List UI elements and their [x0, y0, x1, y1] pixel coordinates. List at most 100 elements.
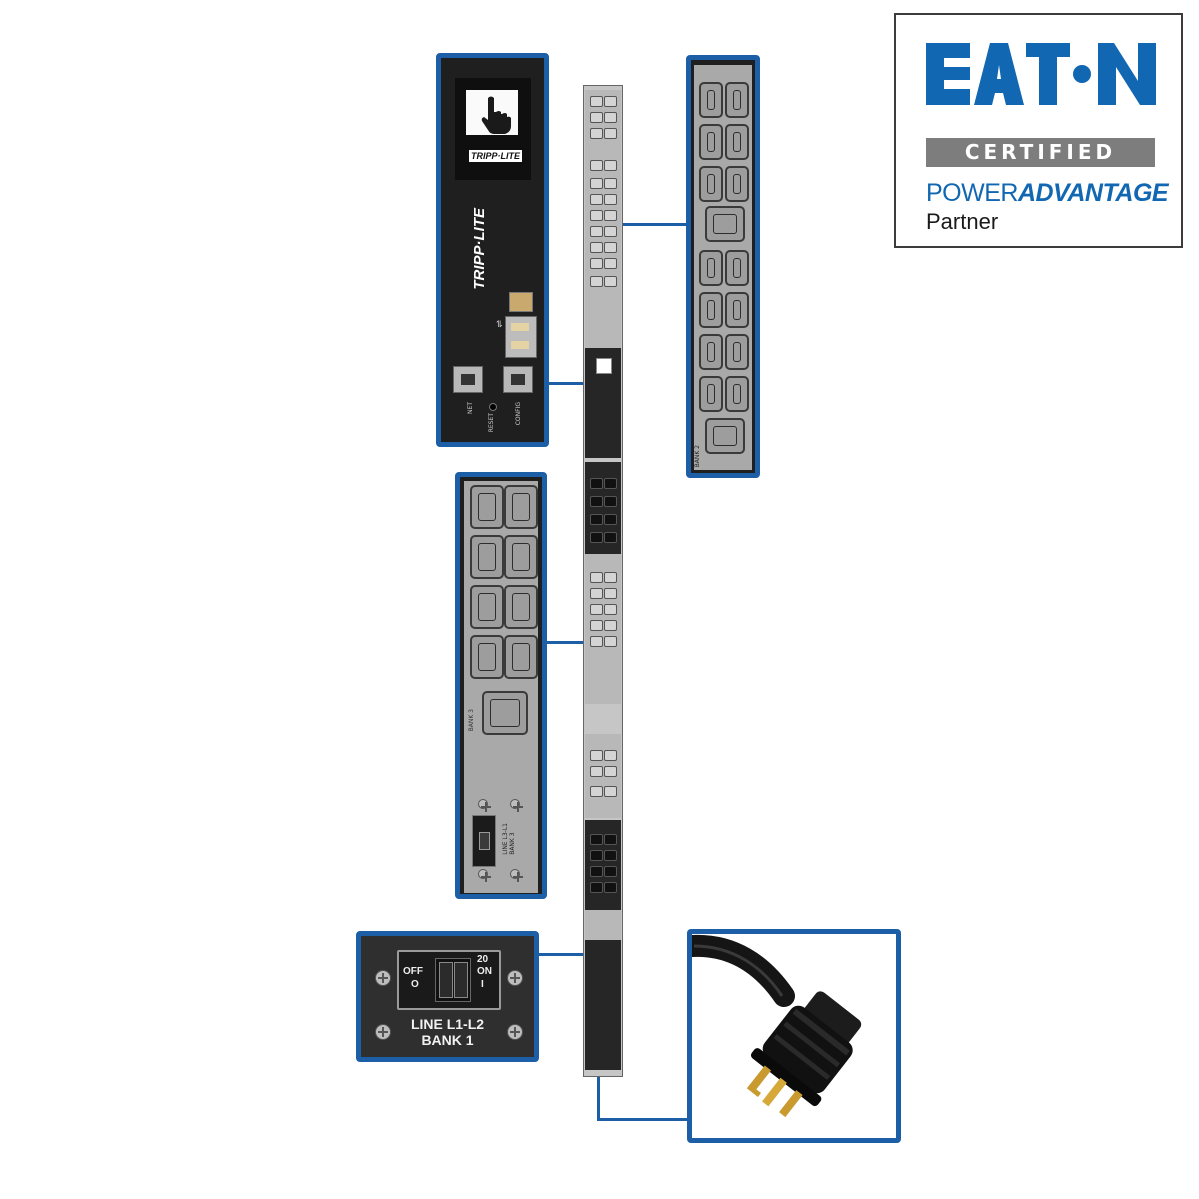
strip-mini-outlet	[604, 478, 617, 489]
network-port[interactable]	[453, 366, 483, 393]
strip-mini-outlet	[590, 226, 603, 237]
bank2-outlet	[725, 250, 749, 286]
strip-mini-outlet	[604, 882, 617, 893]
breaker-screw-bottom-left	[375, 1024, 391, 1040]
reset-button[interactable]	[489, 403, 497, 411]
strip-mini-outlet	[590, 276, 603, 287]
network-port-label: NET	[467, 402, 474, 414]
strip-mini-outlet	[604, 786, 617, 797]
strip-mini-outlet	[604, 588, 617, 599]
bank3-outlet-large	[482, 691, 528, 735]
strip-mini-outlet	[604, 496, 617, 507]
strip-mini-outlet	[590, 112, 603, 123]
certified-bar: CERTIFIED	[926, 138, 1155, 167]
connector-bank3	[546, 641, 583, 644]
bank3-screw-3	[478, 869, 491, 882]
bank2-outlet	[699, 82, 723, 118]
controller-callout: TRIPP·LITE TRIPP·LITE ⇌ NET RESET CONFIG	[436, 53, 549, 447]
strip-bottom-section	[585, 940, 621, 1070]
strip-mini-outlet	[604, 194, 617, 205]
config-port-label: CONFIG	[515, 402, 522, 426]
strip-mini-outlet	[604, 96, 617, 107]
breaker-screw-top-right	[507, 970, 523, 986]
bank2-label: BANK 2	[694, 445, 701, 468]
strip-mini-outlet	[590, 514, 603, 525]
breaker-rocker[interactable]	[435, 958, 471, 1002]
strip-mini-outlet	[590, 786, 603, 797]
breaker-off-symbol: O	[411, 979, 419, 990]
strip-mini-outlet	[590, 194, 603, 205]
bank2-outlet	[699, 376, 723, 412]
partner-label: Partner	[926, 209, 999, 234]
bank2-outlet	[699, 250, 723, 286]
breaker-line-label: LINE L1-L2 BANK 1	[361, 1016, 534, 1048]
bank3-screw-1	[478, 799, 491, 812]
usb-icon: ⇌	[495, 320, 505, 328]
bank2-outlet-large	[705, 206, 745, 242]
usb-a-ports[interactable]	[505, 316, 537, 358]
strip-mini-outlet	[590, 604, 603, 615]
bank3-callout: BANK 3 LINE L3-L1 BANK 3	[455, 472, 547, 899]
bank3-outlet	[470, 635, 504, 679]
bank2-outlet	[699, 124, 723, 160]
strip-mini-outlet	[604, 128, 617, 139]
bank2-outlet	[699, 292, 723, 328]
strip-mini-outlet	[604, 276, 617, 287]
strip-mini-outlet	[604, 766, 617, 777]
bank3-outlet	[470, 585, 504, 629]
bank2-outlet	[725, 166, 749, 202]
connector-plug-horizontal	[597, 1118, 687, 1121]
bank3-breaker-switch[interactable]	[472, 815, 496, 867]
strip-mini-outlet	[590, 258, 603, 269]
strip-mini-outlet	[590, 210, 603, 221]
breaker-on-label: ON	[477, 966, 492, 977]
bank2-outlet	[699, 334, 723, 370]
breaker-switch-housing: 20 OFF O ON I	[397, 950, 501, 1010]
connector-bank2	[623, 223, 686, 226]
breaker-screw-bottom-right	[507, 1024, 523, 1040]
strip-mini-outlet	[590, 766, 603, 777]
bank3-screw-4	[510, 869, 523, 882]
strip-mini-outlet	[604, 226, 617, 237]
strip-mini-outlet	[590, 160, 603, 171]
breaker-callout: 20 OFF O ON I LINE L1-L2 BANK 1	[356, 931, 539, 1062]
pdu-strip	[583, 85, 623, 1077]
breaker-line: LINE L1-L2	[410, 1016, 485, 1032]
strip-mini-outlet	[604, 636, 617, 647]
bank2-callout: BANK 2	[686, 55, 760, 478]
bank3-outlet	[504, 585, 538, 629]
strip-mini-outlet	[604, 850, 617, 861]
bank3-label: BANK 3	[468, 709, 475, 732]
bank3-breaker-label: LINE L3-L1 BANK 3	[502, 823, 516, 855]
strip-mini-outlet	[590, 750, 603, 761]
strip-mini-outlet	[590, 588, 603, 599]
bank2-outlet	[725, 292, 749, 328]
strip-mini-outlet	[604, 532, 617, 543]
strip-mini-outlet	[590, 850, 603, 861]
strip-mini-outlet	[604, 112, 617, 123]
bank2-outlet	[725, 334, 749, 370]
usb-b-port[interactable]	[509, 292, 533, 312]
plug-callout	[681, 929, 901, 1143]
bank3-screw-2	[510, 799, 523, 812]
strip-mini-outlet	[604, 834, 617, 845]
config-port[interactable]	[503, 366, 533, 393]
strip-mini-outlet	[604, 210, 617, 221]
strip-mini-outlet	[604, 242, 617, 253]
strip-mini-outlet	[604, 620, 617, 631]
strip-mini-outlet	[590, 496, 603, 507]
strip-mini-outlet	[604, 750, 617, 761]
strip-mini-outlet	[590, 96, 603, 107]
strip-mini-outlet	[590, 834, 603, 845]
bank3-outlet	[470, 485, 504, 529]
bank3-outlet	[504, 635, 538, 679]
bank3-outlet	[504, 485, 538, 529]
strip-mini-outlet	[590, 242, 603, 253]
bank3-outlet	[470, 535, 504, 579]
bank2-outlet	[725, 82, 749, 118]
strip-mini-outlet	[590, 866, 603, 877]
bank2-outlet	[699, 166, 723, 202]
connector-breaker	[539, 953, 583, 956]
strip-mini-outlet	[590, 478, 603, 489]
bank2-outlet	[725, 376, 749, 412]
